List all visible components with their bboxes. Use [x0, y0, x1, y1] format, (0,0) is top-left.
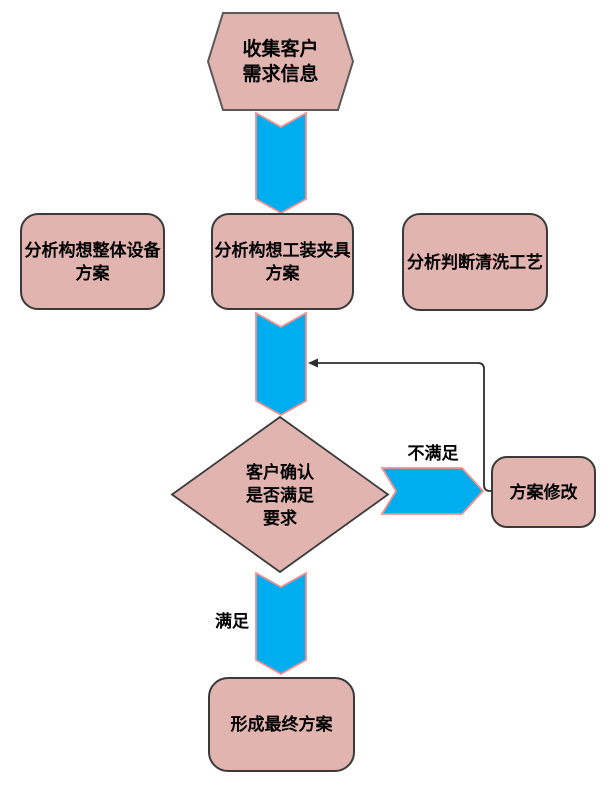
feedback-connector-line [318, 362, 491, 492]
process-box-cleaning-process-label: 分析判断清洗工艺 [407, 252, 543, 272]
process-box-cleaning-process: 分析判断清洗工艺 [402, 213, 548, 311]
process-box-fixture-plan-label: 分析构想工装夹具 方案 [214, 240, 351, 283]
process-box-equipment-plan: 分析构想整体设备 方案 [20, 213, 165, 310]
arrow-down-2-icon [255, 311, 307, 417]
arrow-down-1-icon [255, 111, 307, 215]
start-hexagon-shape [206, 12, 355, 111]
process-box-plan-modify: 方案修改 [491, 456, 596, 528]
process-box-plan-modify-label: 方案修改 [509, 482, 578, 502]
arrow-right-icon [380, 467, 485, 515]
process-box-final-plan-label: 形成最终方案 [230, 715, 333, 734]
process-box-final-plan: 形成最终方案 [208, 677, 355, 772]
process-box-equipment-plan-label: 分析构想整体设备 方案 [24, 240, 161, 283]
process-box-fixture-plan: 分析构想工装夹具 方案 [211, 213, 354, 310]
edge-label-not-satisfied: 不满足 [407, 444, 459, 463]
arrow-down-3-icon [255, 571, 307, 676]
feedback-arrowhead-icon [308, 358, 318, 368]
edge-label-satisfied: 满足 [215, 612, 249, 631]
decision-diamond-shape [170, 415, 390, 574]
